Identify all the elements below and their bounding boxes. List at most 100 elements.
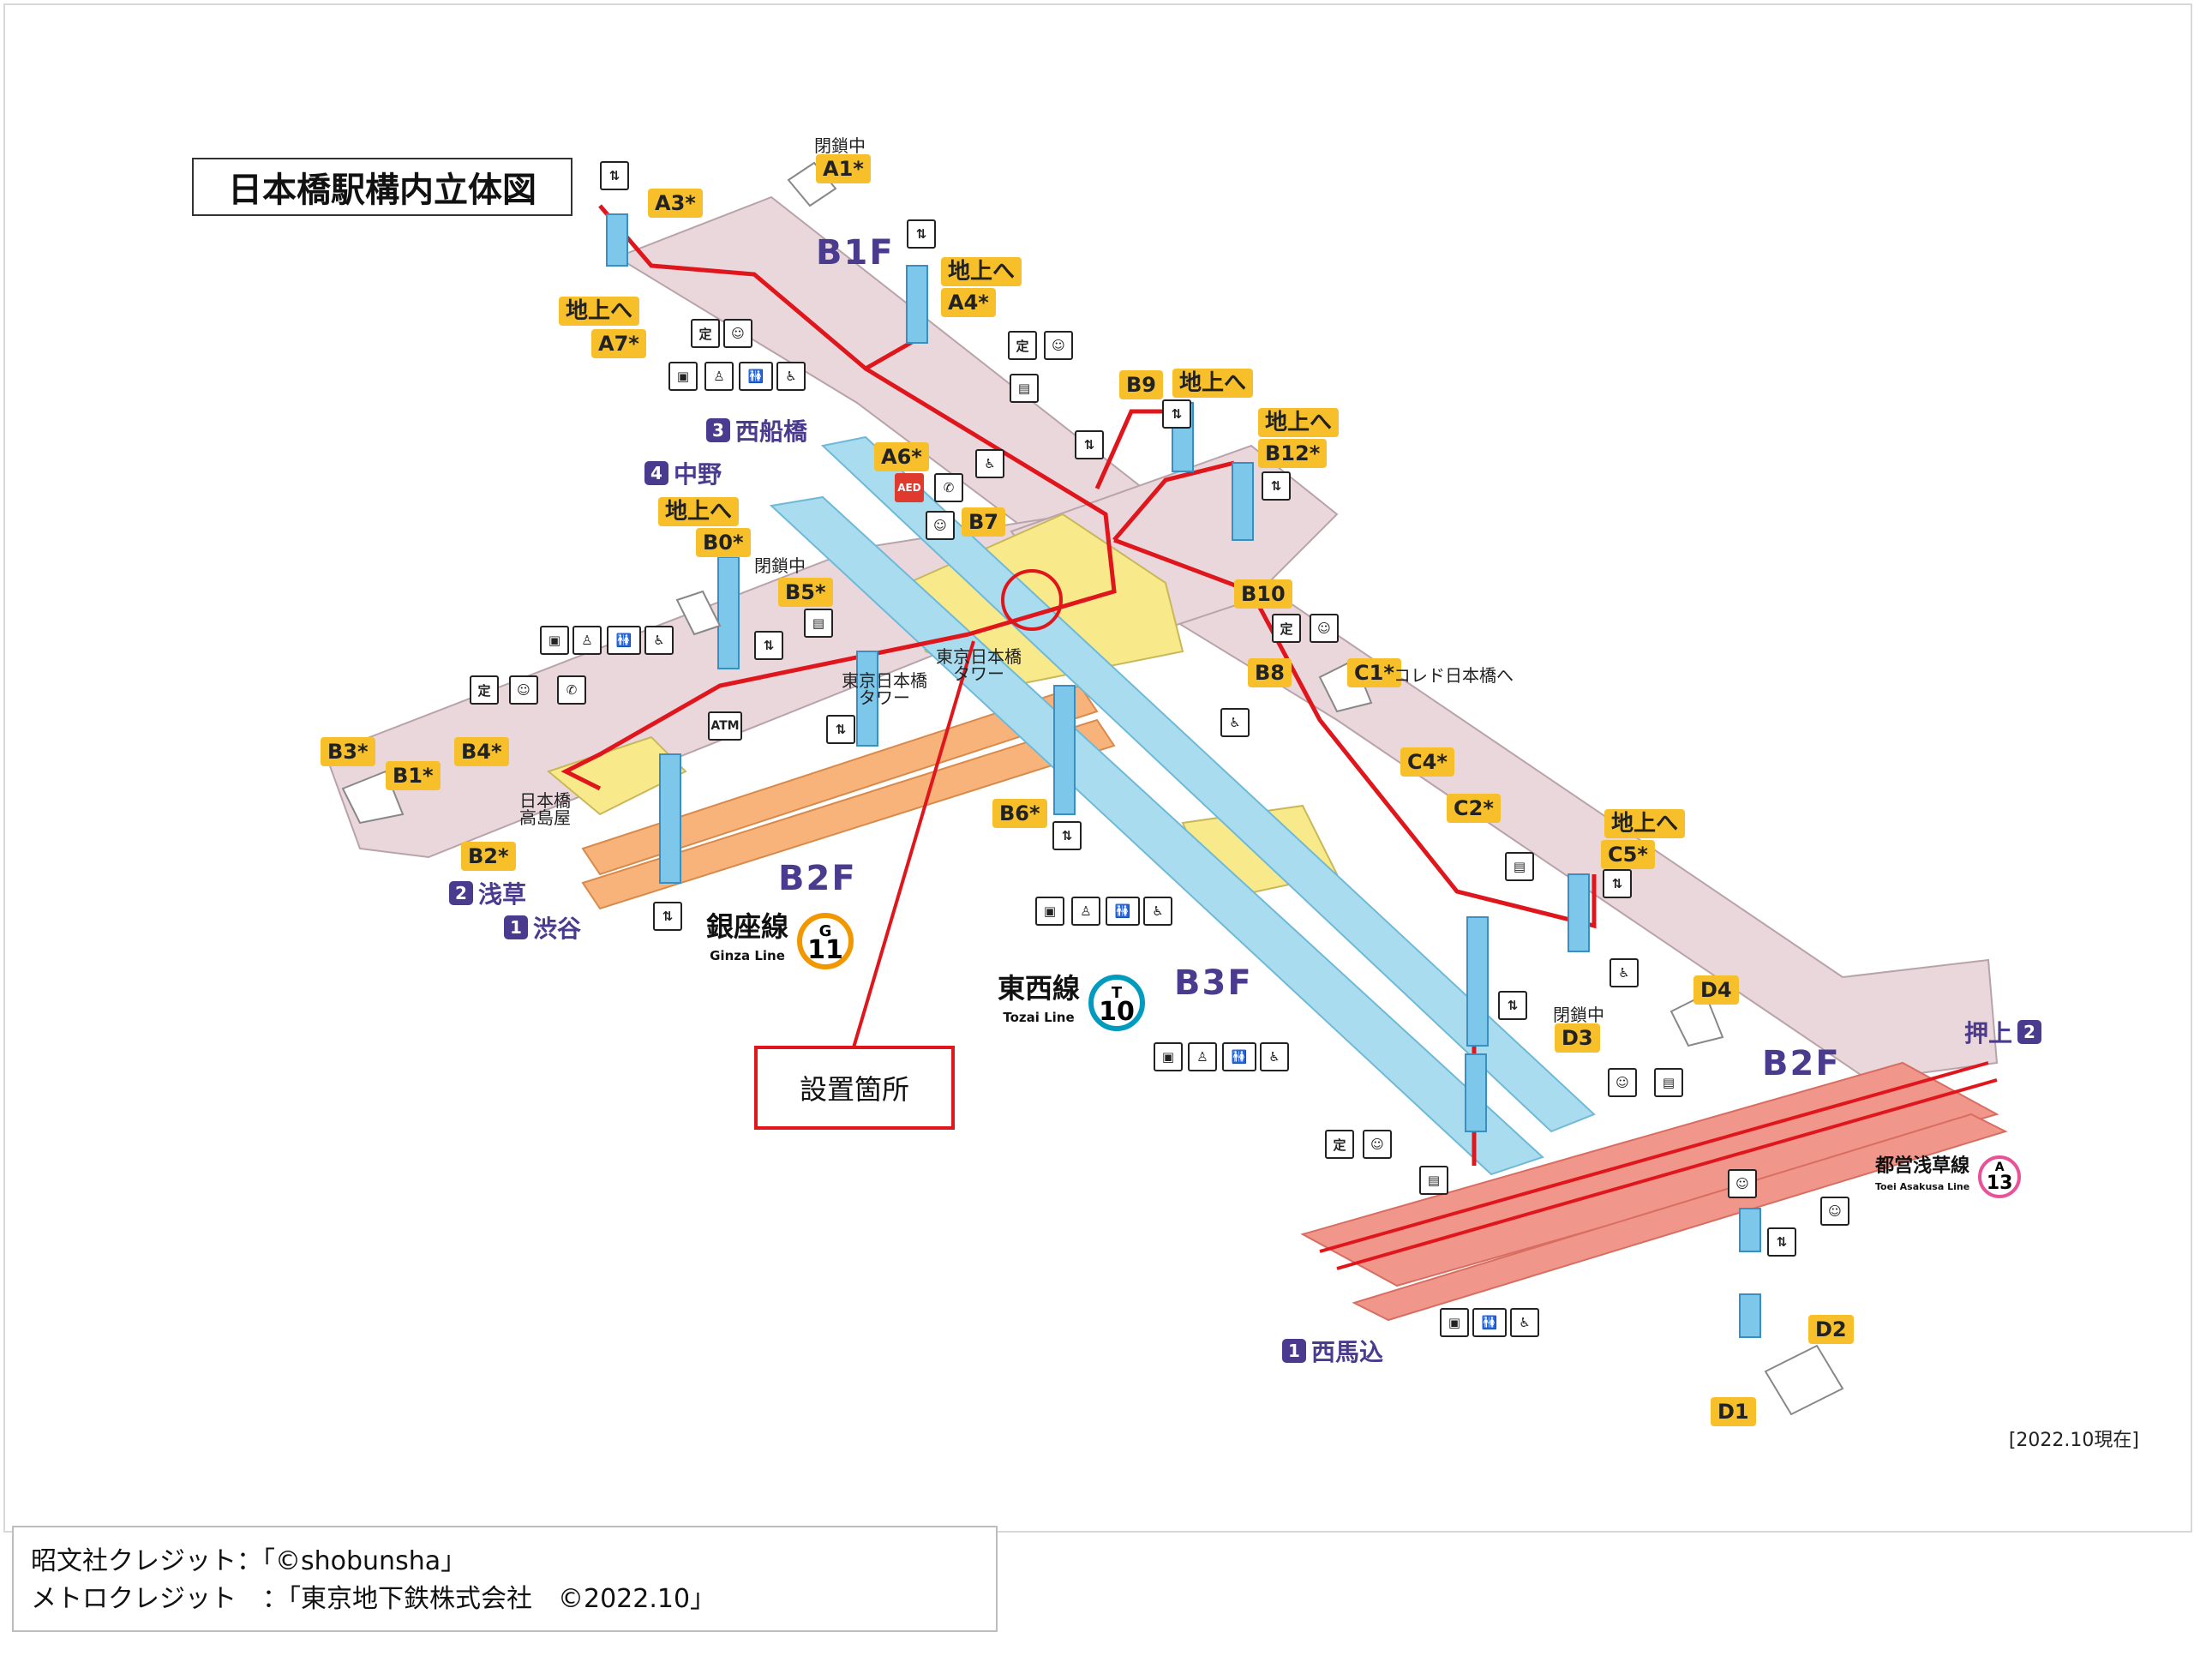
closed-label-b5: 閉鎖中 xyxy=(754,555,806,576)
wheelchair-icon: ♿ xyxy=(1610,958,1639,987)
floor-b1f: B1F xyxy=(816,233,895,273)
exit-b7[interactable]: B7 xyxy=(962,507,1005,537)
tozai-tracks xyxy=(769,435,1596,1176)
floor-b2f-asakusa: B2F xyxy=(1762,1044,1841,1083)
map-title: 日本橋駅構内立体図 xyxy=(192,158,572,216)
exit-a4[interactable]: A4* xyxy=(941,288,996,317)
baby-room-icon: ♙ xyxy=(1071,897,1100,926)
wheelchair-icon: ♿ xyxy=(1260,1042,1289,1071)
elevator-icon: ⇅ xyxy=(1075,430,1104,459)
closed-label-d3: 閉鎖中 xyxy=(1553,1005,1604,1025)
elevator-icon: ⇅ xyxy=(907,219,936,249)
exit-b10[interactable]: B10 xyxy=(1234,579,1292,609)
chijou-label-c5: 地上へ xyxy=(1604,809,1686,838)
exit-b3[interactable]: B3* xyxy=(321,737,375,766)
chijou-label-b0: 地上へ xyxy=(658,497,740,526)
wheelchair-icon: ♿ xyxy=(644,626,674,655)
exit-b2[interactable]: B2* xyxy=(461,842,516,871)
exit-a1[interactable]: A1* xyxy=(816,154,871,183)
takashimaya-label: 日本橋 高島屋 xyxy=(519,790,571,828)
phone-icon: ✆ xyxy=(934,473,963,502)
exit-d4[interactable]: D4 xyxy=(1693,975,1739,1005)
exit-c1[interactable]: C1* xyxy=(1347,658,1401,687)
exit-a7[interactable]: A7* xyxy=(591,329,646,358)
wheelchair-icon: ♿ xyxy=(1143,897,1172,926)
exit-b9[interactable]: B9 xyxy=(1119,370,1163,399)
exit-b0[interactable]: B0* xyxy=(696,528,751,557)
ticket-machine-icon: 定 xyxy=(1325,1130,1354,1159)
exit-a6[interactable]: A6* xyxy=(874,442,929,471)
aed-icon: AED xyxy=(895,473,924,502)
elevator-icon: ⇅ xyxy=(1603,869,1632,898)
exit-b8[interactable]: B8 xyxy=(1248,658,1292,687)
closed-label-a1: 閉鎖中 xyxy=(814,135,866,156)
baby-room-icon: ♙ xyxy=(704,362,734,391)
exit-b12[interactable]: B12* xyxy=(1258,439,1328,468)
fare-adjustment-icon: ▤ xyxy=(804,609,833,638)
elevator-icon: ⇅ xyxy=(1262,471,1291,501)
toilet-icon: 🚻 xyxy=(1472,1308,1507,1337)
exit-d1[interactable]: D1 xyxy=(1711,1397,1756,1426)
coin-locker-icon: ▣ xyxy=(1440,1308,1469,1337)
toilet-icon: 🚻 xyxy=(739,362,773,391)
coin-locker-icon: ▣ xyxy=(1035,897,1064,926)
baby-room-icon: ♙ xyxy=(1188,1042,1217,1071)
elevator-icon: ⇅ xyxy=(1052,821,1082,850)
staff-icon: ☺ xyxy=(509,675,538,705)
exit-c2[interactable]: C2* xyxy=(1447,794,1501,823)
staff-icon: ☺ xyxy=(723,319,752,348)
callout-leader xyxy=(852,640,975,1048)
chijou-label-a4: 地上へ xyxy=(941,257,1022,286)
wheelchair-icon: ♿ xyxy=(776,362,806,391)
accessible-route xyxy=(560,204,1597,1166)
exit-d2[interactable]: D2 xyxy=(1808,1315,1854,1344)
coin-locker-icon: ▣ xyxy=(668,362,698,391)
credit-metro: メトロクレジット ：「東京地下鉄株式会社 ©2022.10」 xyxy=(31,1584,716,1614)
phone-icon: ✆ xyxy=(557,675,586,705)
staff-icon: ☺ xyxy=(1820,1197,1849,1226)
ginza-tracks xyxy=(581,684,1116,910)
elevator-icon: ⇅ xyxy=(754,631,783,660)
date-note: [2022.10現在] xyxy=(2008,1430,2139,1451)
coin-locker-icon: ▣ xyxy=(1154,1042,1183,1071)
exit-b4[interactable]: B4* xyxy=(454,737,509,766)
fare-adjustment-icon: ▤ xyxy=(1654,1068,1683,1097)
coredo-label: コレド日本橋へ xyxy=(1394,665,1514,686)
fare-adjustment-icon: ▤ xyxy=(1010,374,1039,403)
elevator-icon: ⇅ xyxy=(1767,1227,1796,1257)
chijou-label-a7: 地上へ xyxy=(559,297,640,326)
staff-icon: ☺ xyxy=(1608,1068,1637,1097)
elevator-icon: ⇅ xyxy=(1162,399,1191,429)
exit-c5[interactable]: C5* xyxy=(1601,840,1655,869)
exit-b1[interactable]: B1* xyxy=(386,761,441,790)
elevator-icon: ⇅ xyxy=(600,161,629,190)
atm-icon: ATM xyxy=(708,711,742,741)
floor-b2f-ginza: B2F xyxy=(778,859,857,898)
exit-c4[interactable]: C4* xyxy=(1400,747,1454,777)
staff-icon: ☺ xyxy=(1310,614,1339,643)
ticket-machine-icon: 定 xyxy=(1008,331,1037,360)
staff-icon: ☺ xyxy=(1363,1130,1392,1159)
chijou-label-b12: 地上へ xyxy=(1258,408,1340,437)
fare-adjustment-icon: ▤ xyxy=(1419,1166,1448,1195)
wheelchair-icon: ♿ xyxy=(1220,708,1250,737)
exit-b6[interactable]: B6* xyxy=(992,799,1047,828)
wheelchair-icon: ♿ xyxy=(975,449,1004,478)
exit-b5[interactable]: B5* xyxy=(778,578,833,607)
exit-d3[interactable]: D3 xyxy=(1555,1023,1600,1053)
map-frame xyxy=(3,3,2192,1533)
credit-shobunsha: 昭文社クレジット：「©shobunsha」 xyxy=(31,1546,467,1576)
staff-icon: ☺ xyxy=(1044,331,1073,360)
exit-a3[interactable]: A3* xyxy=(648,189,703,218)
toilet-icon: 🚻 xyxy=(1106,897,1140,926)
